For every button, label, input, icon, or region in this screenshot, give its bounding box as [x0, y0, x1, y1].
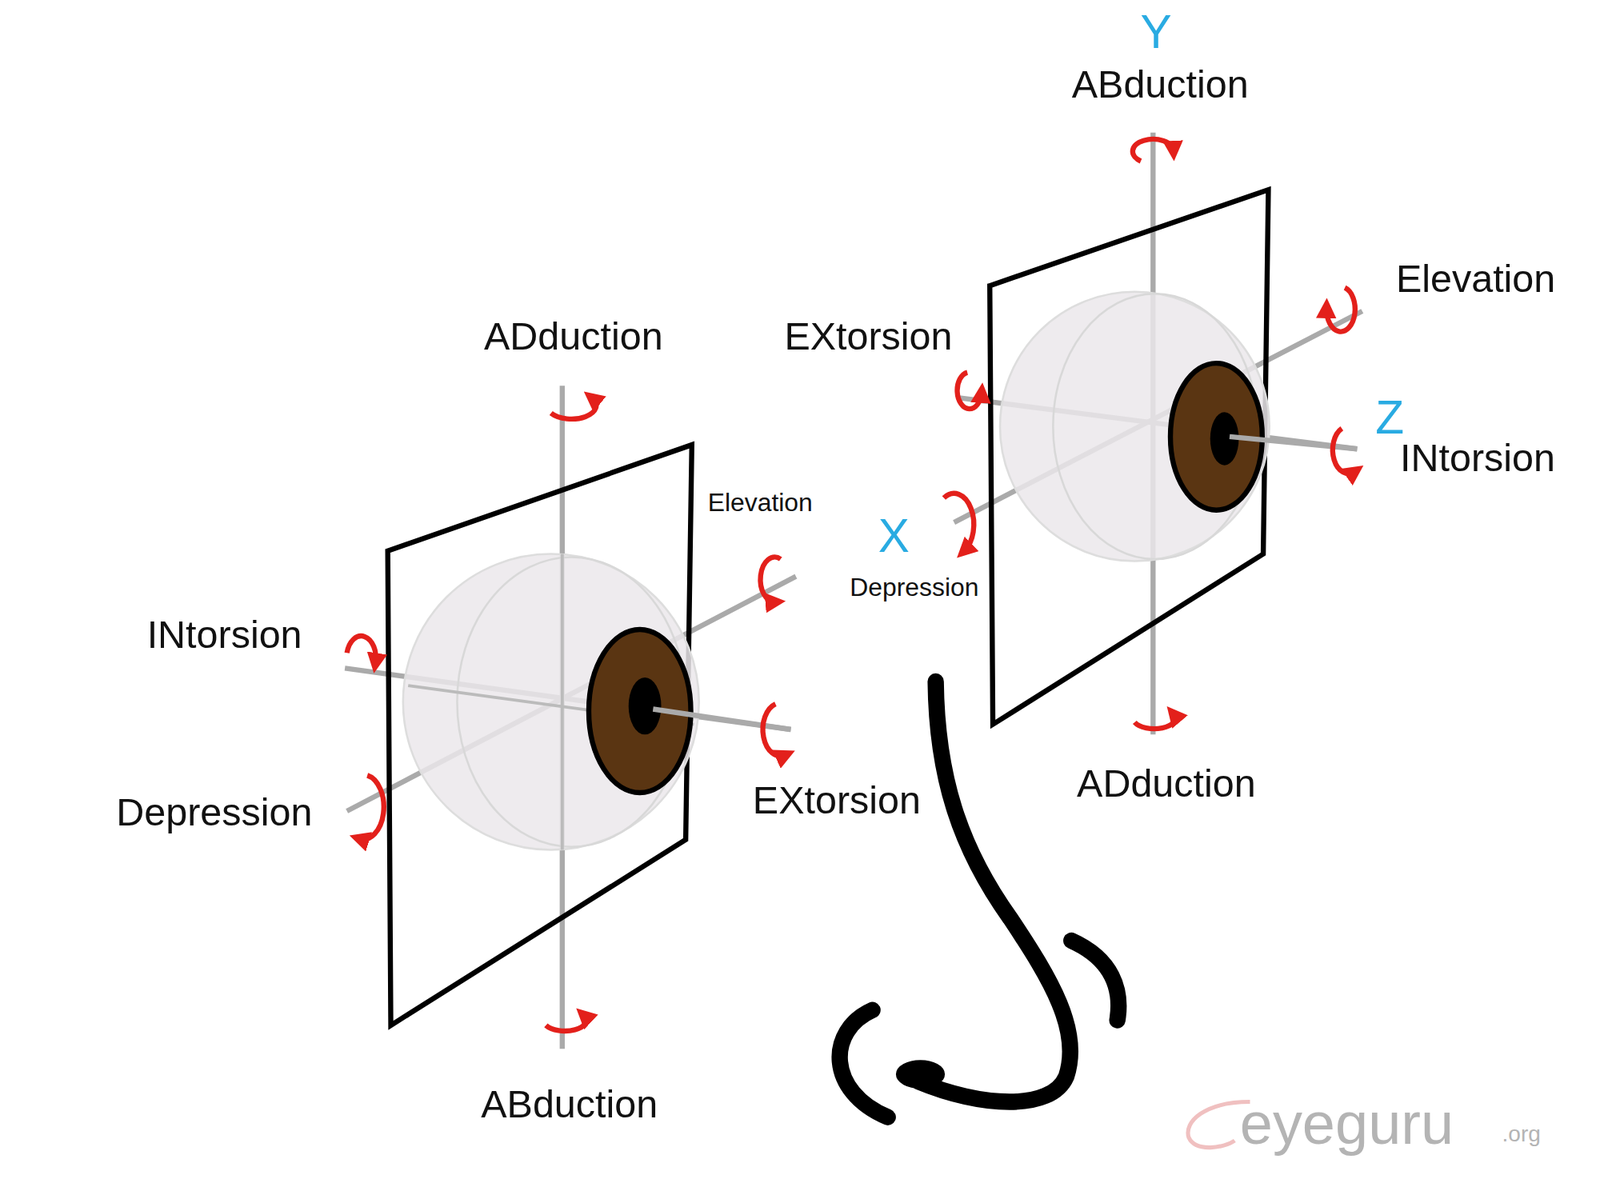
- rotation-label: EXtorsion: [784, 317, 952, 356]
- axis-letter: Z: [1375, 393, 1404, 441]
- watermark: eyeguru: [1240, 1093, 1454, 1153]
- rotation-label: ADduction: [1076, 764, 1256, 803]
- right-eye: [944, 132, 1363, 736]
- rotation-label: Depression: [849, 574, 979, 600]
- rotation-label: INtorsion: [1400, 438, 1556, 477]
- rotation-label: INtorsion: [147, 615, 303, 654]
- watermark: .org: [1502, 1123, 1541, 1146]
- rotation-label: EXtorsion: [752, 780, 921, 820]
- rotation-label: ABduction: [480, 1084, 658, 1124]
- axis-letter: Y: [1140, 8, 1172, 56]
- rotation-label: ADduction: [484, 317, 664, 356]
- left-eye: [344, 385, 796, 1049]
- rotation-label: Elevation: [708, 489, 813, 516]
- axis-letter: X: [878, 512, 910, 560]
- nose-sketch: [840, 681, 1120, 1118]
- rotation-label: Elevation: [1396, 259, 1556, 298]
- rotation-label: ABduction: [1072, 65, 1249, 104]
- rotation-label: Depression: [116, 792, 312, 832]
